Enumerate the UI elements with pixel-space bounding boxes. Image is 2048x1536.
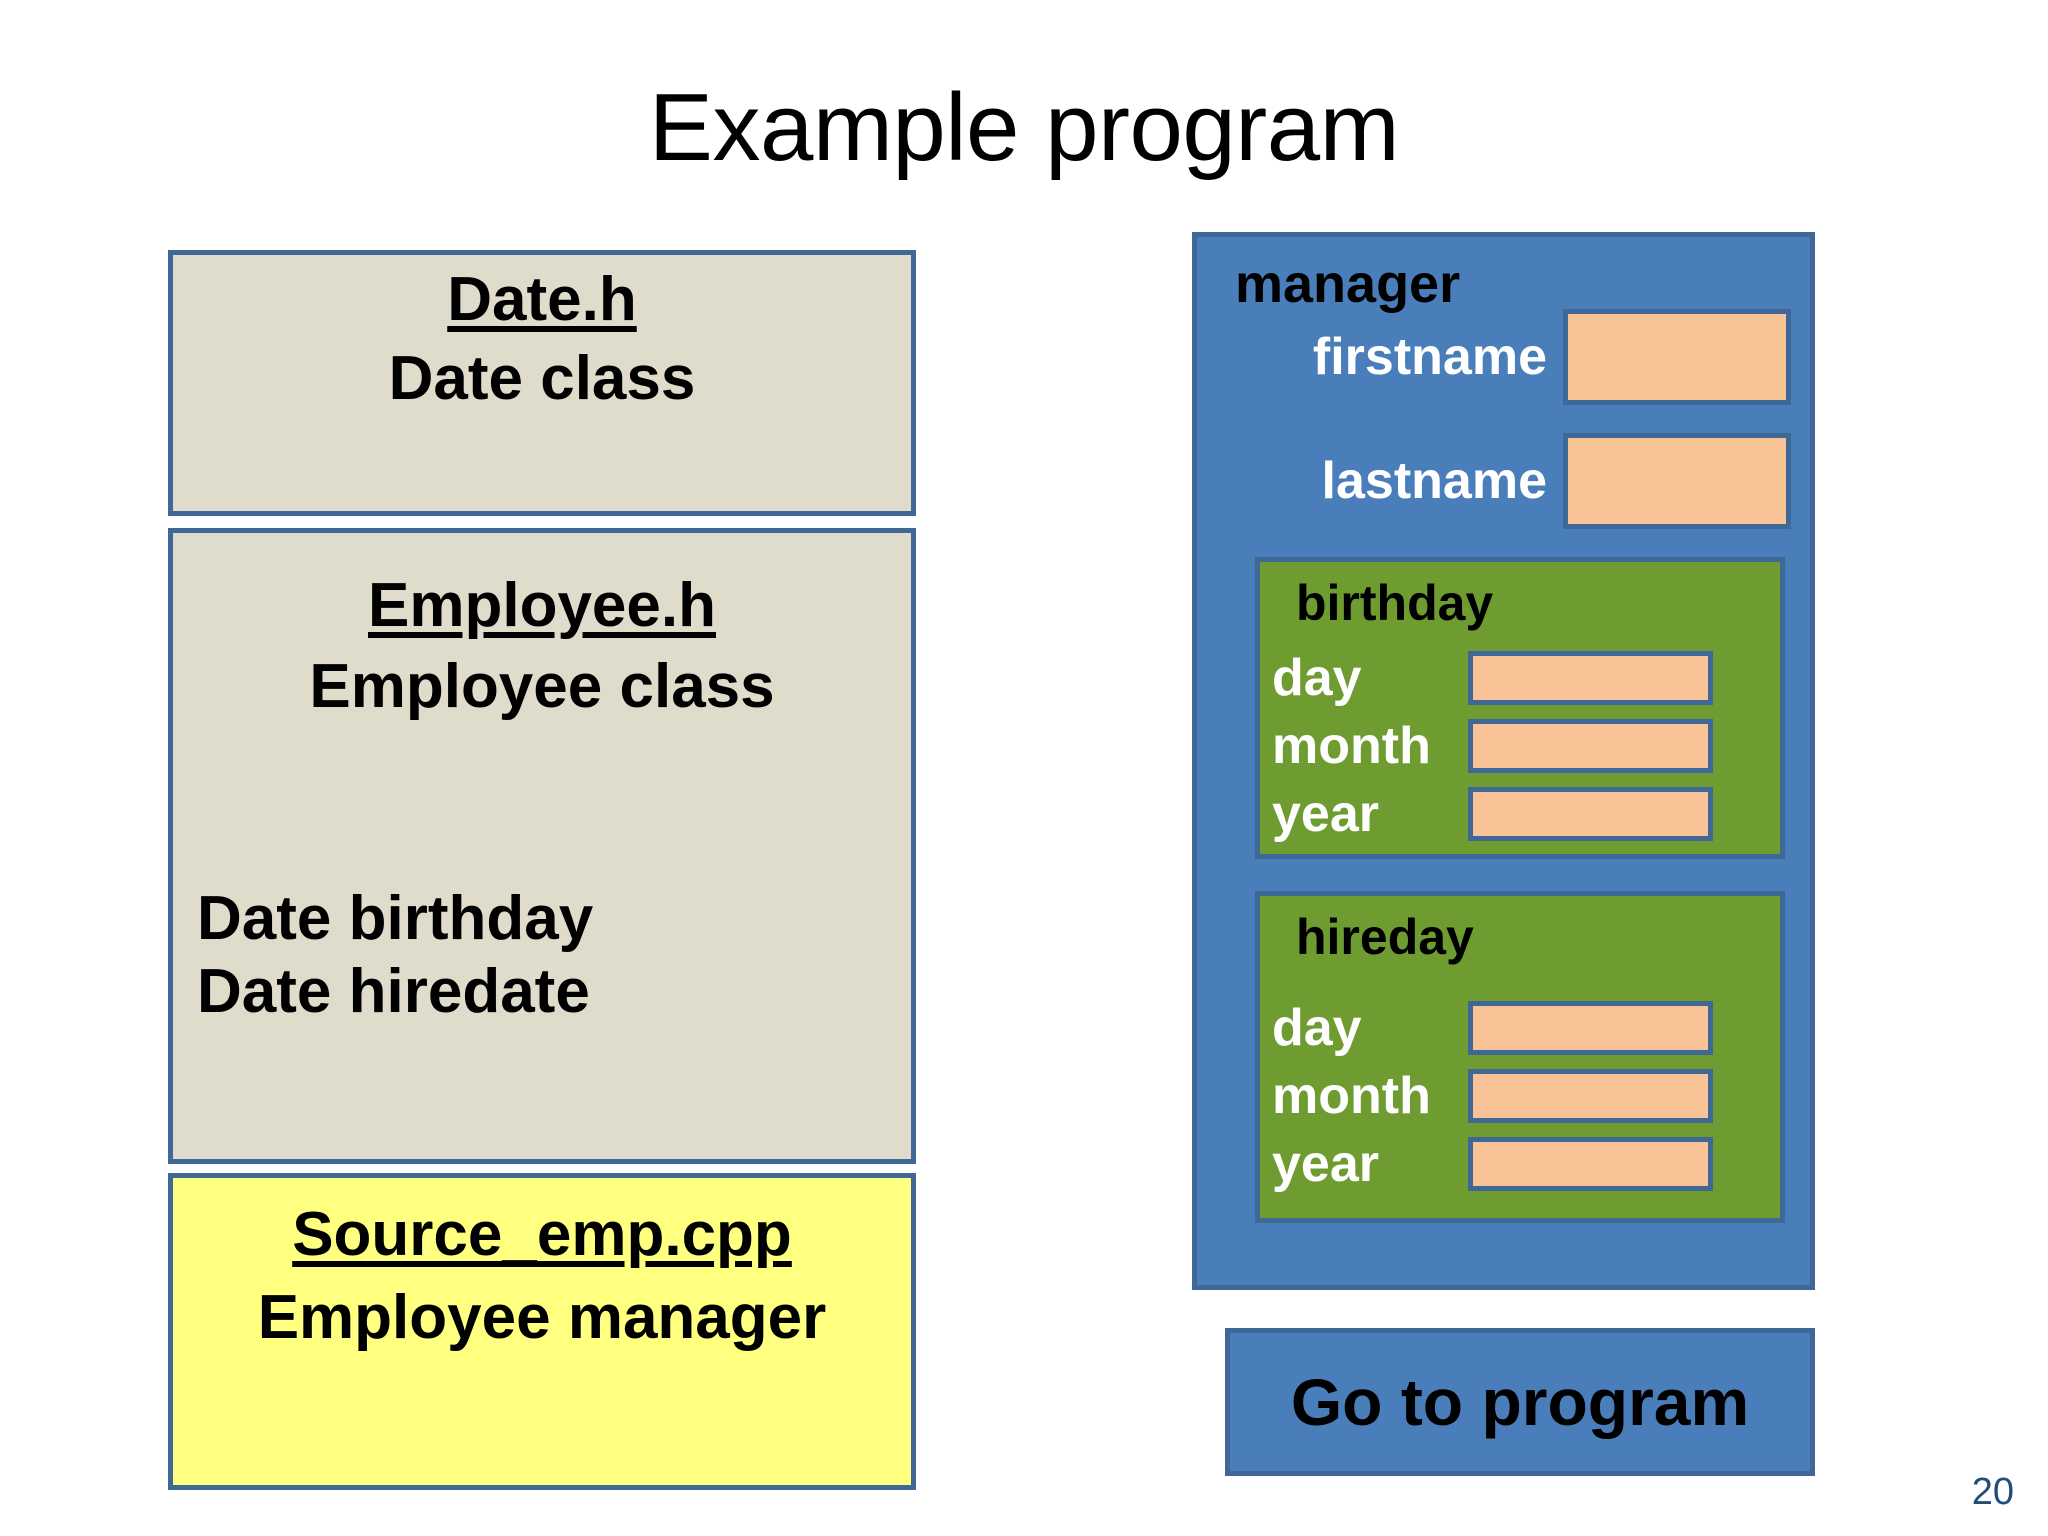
member-value-box-hireday-day[interactable] [1468, 1001, 1713, 1055]
file-card-heading: Date.h [447, 265, 637, 334]
member-value-box-birthday-month[interactable] [1468, 719, 1713, 773]
go-to-program-button[interactable]: Go to program [1225, 1328, 1815, 1476]
member-label: month [1272, 1067, 1431, 1125]
member-row-day: day [1272, 999, 1778, 1057]
file-card-heading: Source_emp.cpp [292, 1200, 792, 1269]
file-card-subtitle: Date class [388, 344, 696, 414]
member-row-day: day [1272, 649, 1778, 707]
member-value-box-firstname[interactable] [1563, 309, 1791, 405]
member-value-box-hireday-month[interactable] [1468, 1069, 1713, 1123]
member-row-month: month [1272, 1067, 1778, 1125]
member-value-box-birthday-day[interactable] [1468, 651, 1713, 705]
member-label: year [1272, 785, 1379, 843]
sub-object-birthday: birthday day month year [1255, 557, 1785, 859]
member-value-box-lastname[interactable] [1563, 433, 1791, 529]
page-number: 20 [1971, 1471, 2014, 1513]
member-label: firstname [1312, 328, 1547, 386]
file-card-member-list: Date birthday Date hiredate [173, 882, 911, 1028]
member-row-lastname: lastname [1221, 433, 1791, 529]
page-title: Example program [648, 74, 1400, 181]
file-card-date-h: Date.h Date class [168, 250, 916, 516]
member-row-month: month [1272, 717, 1778, 775]
member-row-year: year [1272, 1135, 1778, 1193]
member-label: day [1272, 649, 1362, 707]
member-value-box-hireday-year[interactable] [1468, 1137, 1713, 1191]
object-diagram-manager: manager firstname lastname birthday day … [1192, 232, 1815, 1290]
object-name-label: manager [1235, 254, 1461, 314]
file-card-member: Date birthday [197, 883, 594, 953]
member-row-firstname: firstname [1221, 309, 1791, 405]
member-label: year [1272, 1135, 1379, 1193]
sub-object-name-label: birthday [1296, 575, 1494, 631]
file-card-member: Date hiredate [197, 957, 590, 1027]
member-label: day [1272, 999, 1362, 1057]
member-value-box-birthday-year[interactable] [1468, 787, 1713, 841]
file-card-subtitle: Employee manager [257, 1283, 827, 1353]
sub-object-hireday: hireday day month year [1255, 891, 1785, 1223]
sub-object-name-label: hireday [1296, 909, 1474, 965]
member-row-year: year [1272, 785, 1778, 843]
member-label: month [1272, 717, 1431, 775]
file-card-source-emp-cpp: Source_emp.cpp Employee manager [168, 1173, 916, 1490]
file-card-employee-h: Employee.h Employee class Date birthday … [168, 528, 916, 1164]
file-card-heading: Employee.h [368, 571, 716, 640]
member-label: lastname [1321, 452, 1547, 510]
file-card-subtitle: Employee class [309, 652, 775, 722]
